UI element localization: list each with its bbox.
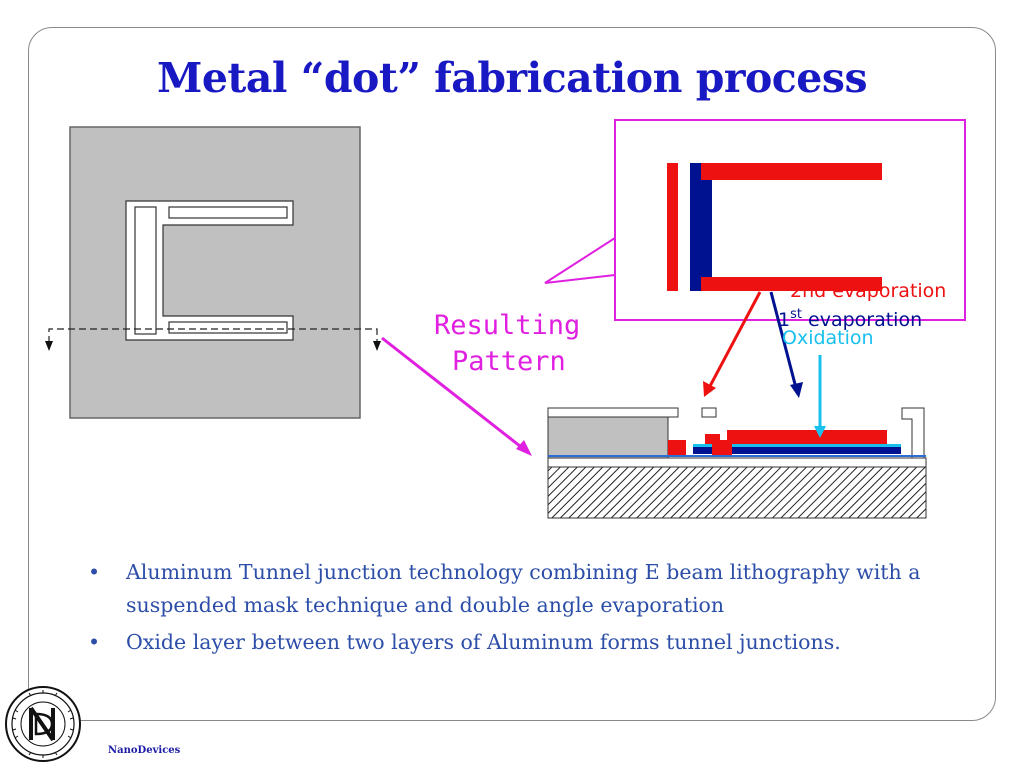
callout-arrow-head [516, 440, 532, 456]
oxidation-label: Oxidation [782, 327, 874, 349]
second-evaporation-arrow [707, 291, 762, 389]
cross-section [547, 407, 927, 519]
top-view-mask [69, 126, 361, 419]
slide-title: Metal “dot” fabrication process [156, 54, 868, 102]
bullet-list: • Aluminum Tunnel junction technology co… [88, 556, 968, 658]
bullet-item: • Oxide layer between two layers of Alum… [88, 629, 841, 654]
first-evaporation-label: 1st evaporation [778, 307, 922, 331]
resulting-label-line1: Resulting [434, 310, 580, 341]
first-evaporation-arrow [769, 291, 798, 389]
resulting-label-line2: Pattern [452, 346, 566, 377]
callout-arrow [381, 336, 526, 452]
section-arrow-icon [45, 341, 53, 351]
section-cut-line [45, 328, 381, 351]
second-evaporation-label: 2nd evaporation [790, 280, 946, 302]
bullet-item: • Aluminum Tunnel junction technology co… [88, 560, 921, 617]
footer-label: NanoDevices [108, 745, 181, 756]
section-arrow-icon [373, 341, 381, 351]
slide-frame [28, 27, 996, 721]
zoom-callout [544, 119, 966, 321]
notre-dame-seal-icon [5, 686, 81, 762]
